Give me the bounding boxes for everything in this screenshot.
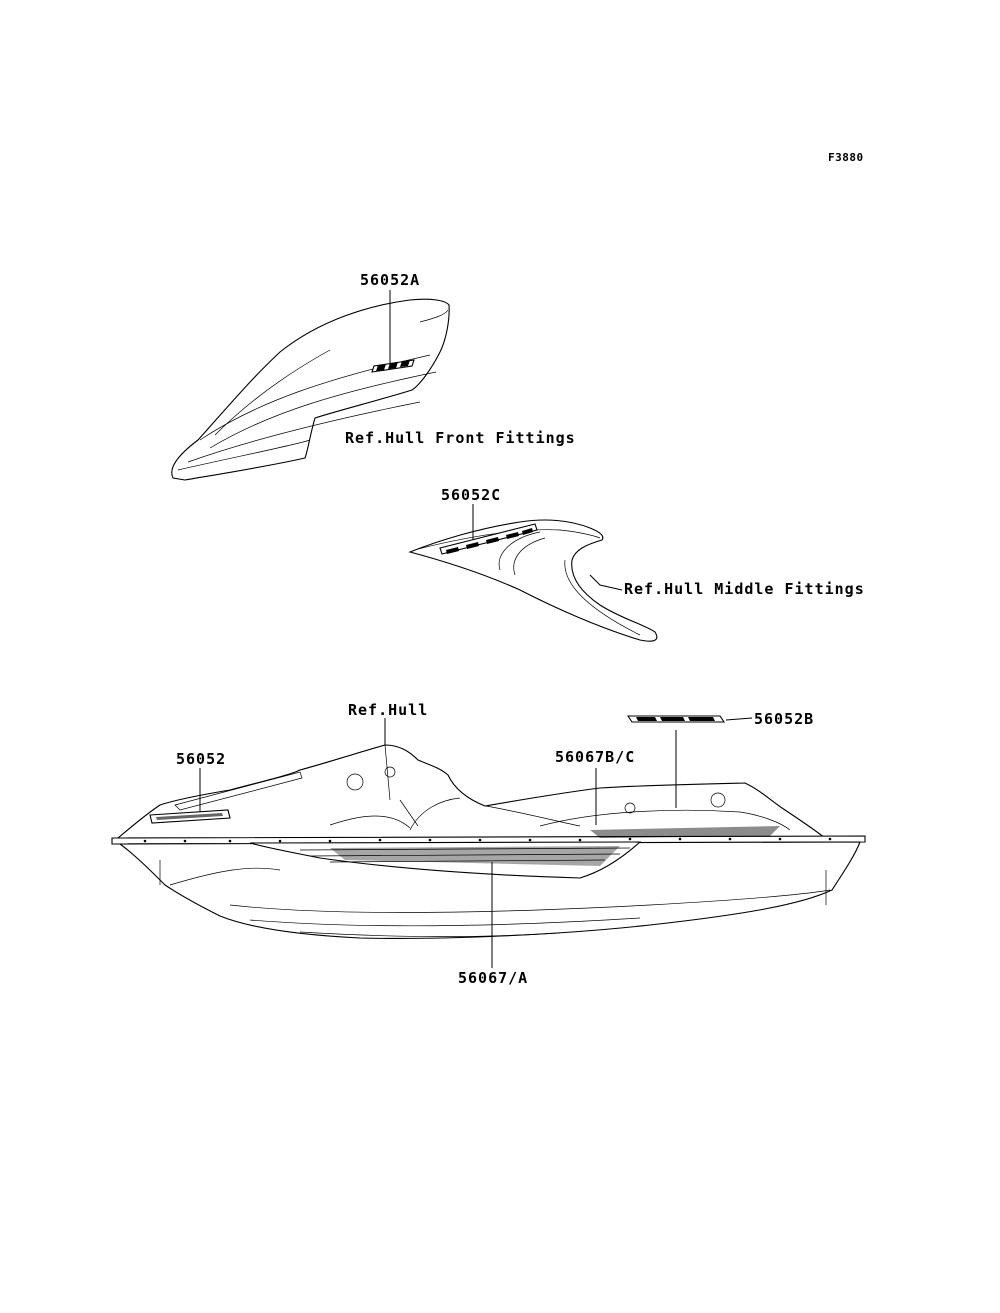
label-56052A: 56052A [360, 271, 421, 289]
front-cover-panel [171, 298, 450, 481]
decal-strip-middle [439, 523, 538, 555]
middle-side-panel [408, 519, 658, 642]
label-ref-hull: Ref.Hull [348, 701, 429, 719]
label-56067A: 56067/A [458, 969, 529, 987]
figure-code: F3880 [828, 151, 864, 164]
label-ref-hull-front-fittings: Ref.Hull Front Fittings [345, 429, 576, 447]
sxr-decal-front [371, 359, 415, 373]
label-ref-hull-middle-fittings: Ref.Hull Middle Fittings [624, 580, 865, 598]
leader-lines [199, 290, 753, 968]
label-56067BC: 56067B/C [555, 748, 636, 766]
label-56052B: 56052B [754, 710, 815, 728]
label-56052: 56052 [176, 750, 227, 768]
label-56052C: 56052C [441, 486, 502, 504]
sxr-decal-side [626, 715, 726, 723]
hull-body [111, 744, 866, 939]
kawasaki-decal [149, 809, 231, 824]
